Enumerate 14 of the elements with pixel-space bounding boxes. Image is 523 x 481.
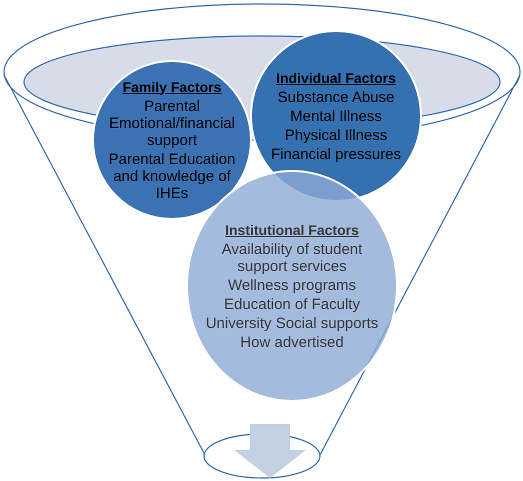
factor-heading: Family Factors: [122, 78, 222, 96]
factor-item: Financial pressures: [270, 146, 402, 162]
factor-item: Parental Education and knowledge of IHEs: [108, 150, 236, 202]
factor-item: How advertised: [240, 334, 344, 350]
factor-item: Mental Illness: [290, 108, 382, 124]
factor-item: Wellness programs: [228, 276, 356, 294]
factor-item: Education of Faculty: [224, 296, 360, 312]
factor-heading: Individual Factors: [276, 70, 396, 86]
factor-heading: Institutional Factors: [225, 222, 359, 238]
factor-item: Substance Abuse: [278, 88, 394, 106]
factor-item: Availability of student support services: [220, 240, 364, 274]
factor-item: University Social supports: [206, 314, 378, 332]
factor-item: Parental Emotional/financial support: [108, 98, 236, 148]
factor-item: Physical Illness: [284, 126, 388, 144]
